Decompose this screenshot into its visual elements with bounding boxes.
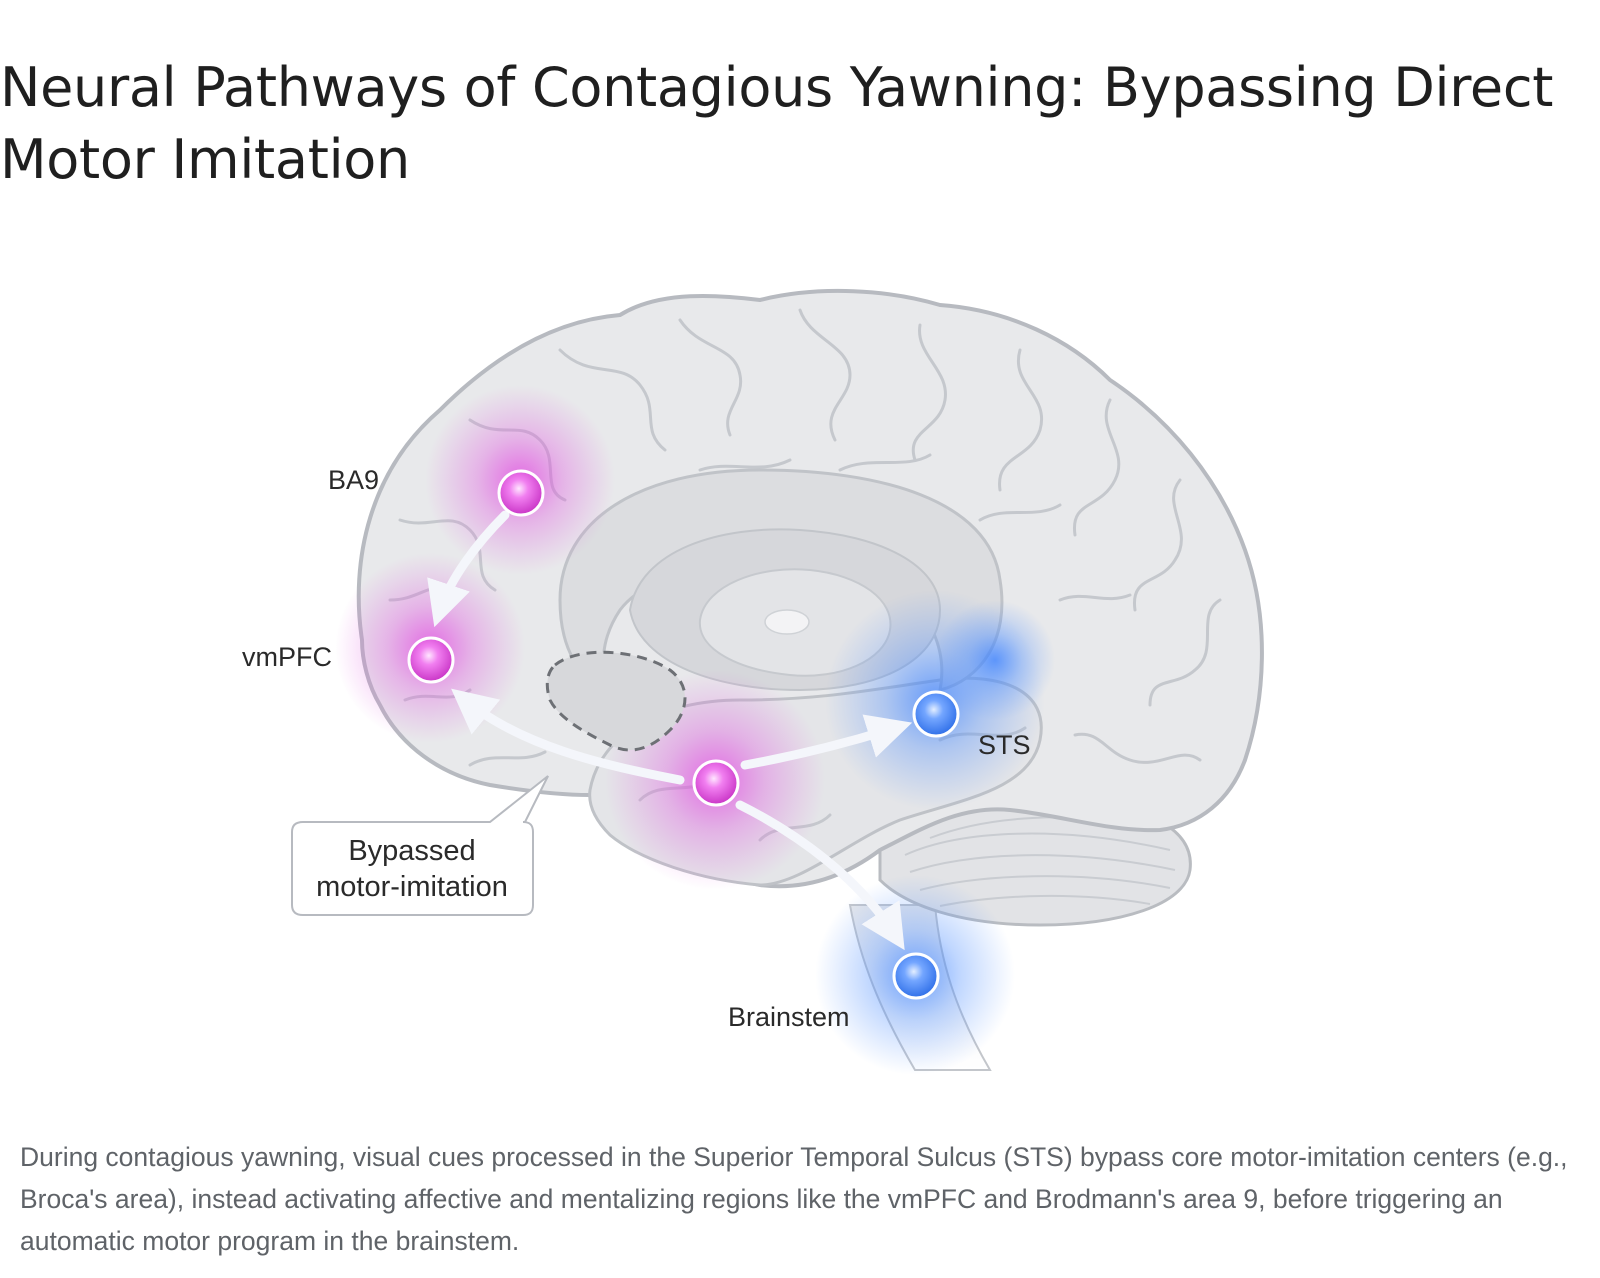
arrow-center-to-brainstem (735, 800, 905, 951)
callout-line-1: Bypassed (348, 835, 475, 867)
label-vmpfc: vmPFC (242, 642, 332, 672)
arrow-ba9-to-vmpfc (427, 510, 510, 628)
callout-line-2: motor-imitation (316, 871, 508, 903)
brain-diagram: BA9 vmPFC STS Brainstem Bypassed motor-i… (0, 230, 1600, 1090)
sts-node (912, 690, 960, 738)
ventricle (764, 609, 810, 635)
brain-diagram-svg: BA9 vmPFC STS Brainstem Bypassed motor-i… (242, 288, 1264, 1075)
central-node (692, 759, 740, 807)
arrow-center-to-sts (740, 714, 913, 770)
arrow-center-to-vmpfc (451, 688, 685, 785)
page-title: Neural Pathways of Contagious Yawning: B… (0, 56, 1554, 191)
vmpfc-node (407, 636, 455, 684)
pathway-arrows (427, 510, 913, 951)
bypassed-callout: Bypassed motor-imitation (291, 775, 549, 916)
region-nodes (407, 469, 960, 1000)
label-ba9: BA9 (328, 465, 379, 495)
brainstem-node (892, 952, 940, 1000)
cerebellum-folds (904, 816, 1176, 907)
label-brainstem: Brainstem (728, 1002, 850, 1032)
ba9-node (497, 469, 545, 517)
figure-caption: During contagious yawning, visual cues p… (20, 1142, 1568, 1256)
bypassed-region-outline (545, 650, 687, 752)
label-sts: STS (978, 730, 1031, 760)
